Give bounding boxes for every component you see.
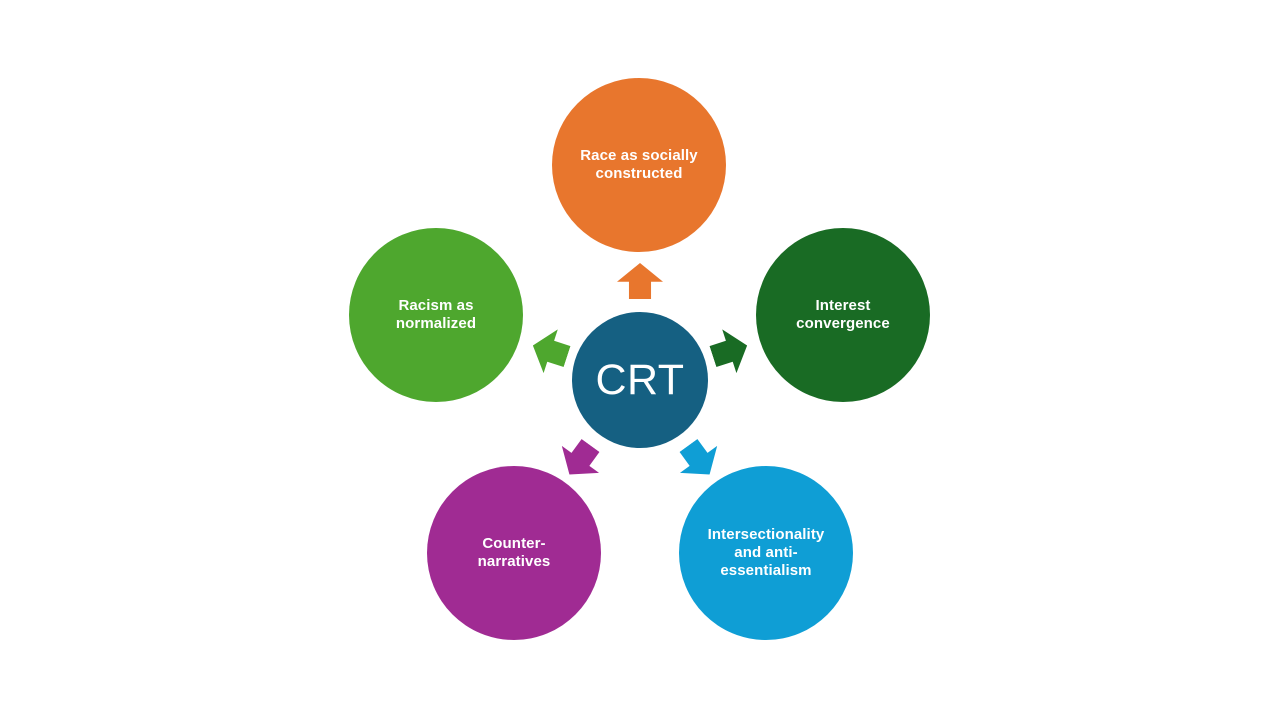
node-label-counter-narratives: Counter- narratives — [477, 535, 551, 570]
block-arrow-upper-left-icon — [526, 324, 574, 379]
node-label-race-as-socially-constructed: Race as socially constructed — [580, 147, 698, 182]
node-intersectionality-anti-essentialism: Intersectionality and anti- essentialism — [679, 466, 853, 640]
node-crt-center: CRT — [572, 312, 708, 448]
block-arrow-upper-right-icon — [706, 324, 754, 379]
node-label-interest-convergence: Interest convergence — [796, 297, 890, 332]
node-racism-as-normalized: Racism as normalized — [349, 228, 523, 402]
node-race-as-socially-constructed: Race as socially constructed — [552, 78, 726, 252]
block-arrow-up-icon — [617, 263, 663, 299]
node-counter-narratives: Counter- narratives — [427, 466, 601, 640]
center-label-crt: CRT — [595, 355, 685, 404]
node-interest-convergence: Interest convergence — [756, 228, 930, 402]
node-label-intersectionality-anti-essentialism: Intersectionality and anti- essentialism — [707, 526, 825, 579]
node-label-racism-as-normalized: Racism as normalized — [395, 297, 477, 332]
